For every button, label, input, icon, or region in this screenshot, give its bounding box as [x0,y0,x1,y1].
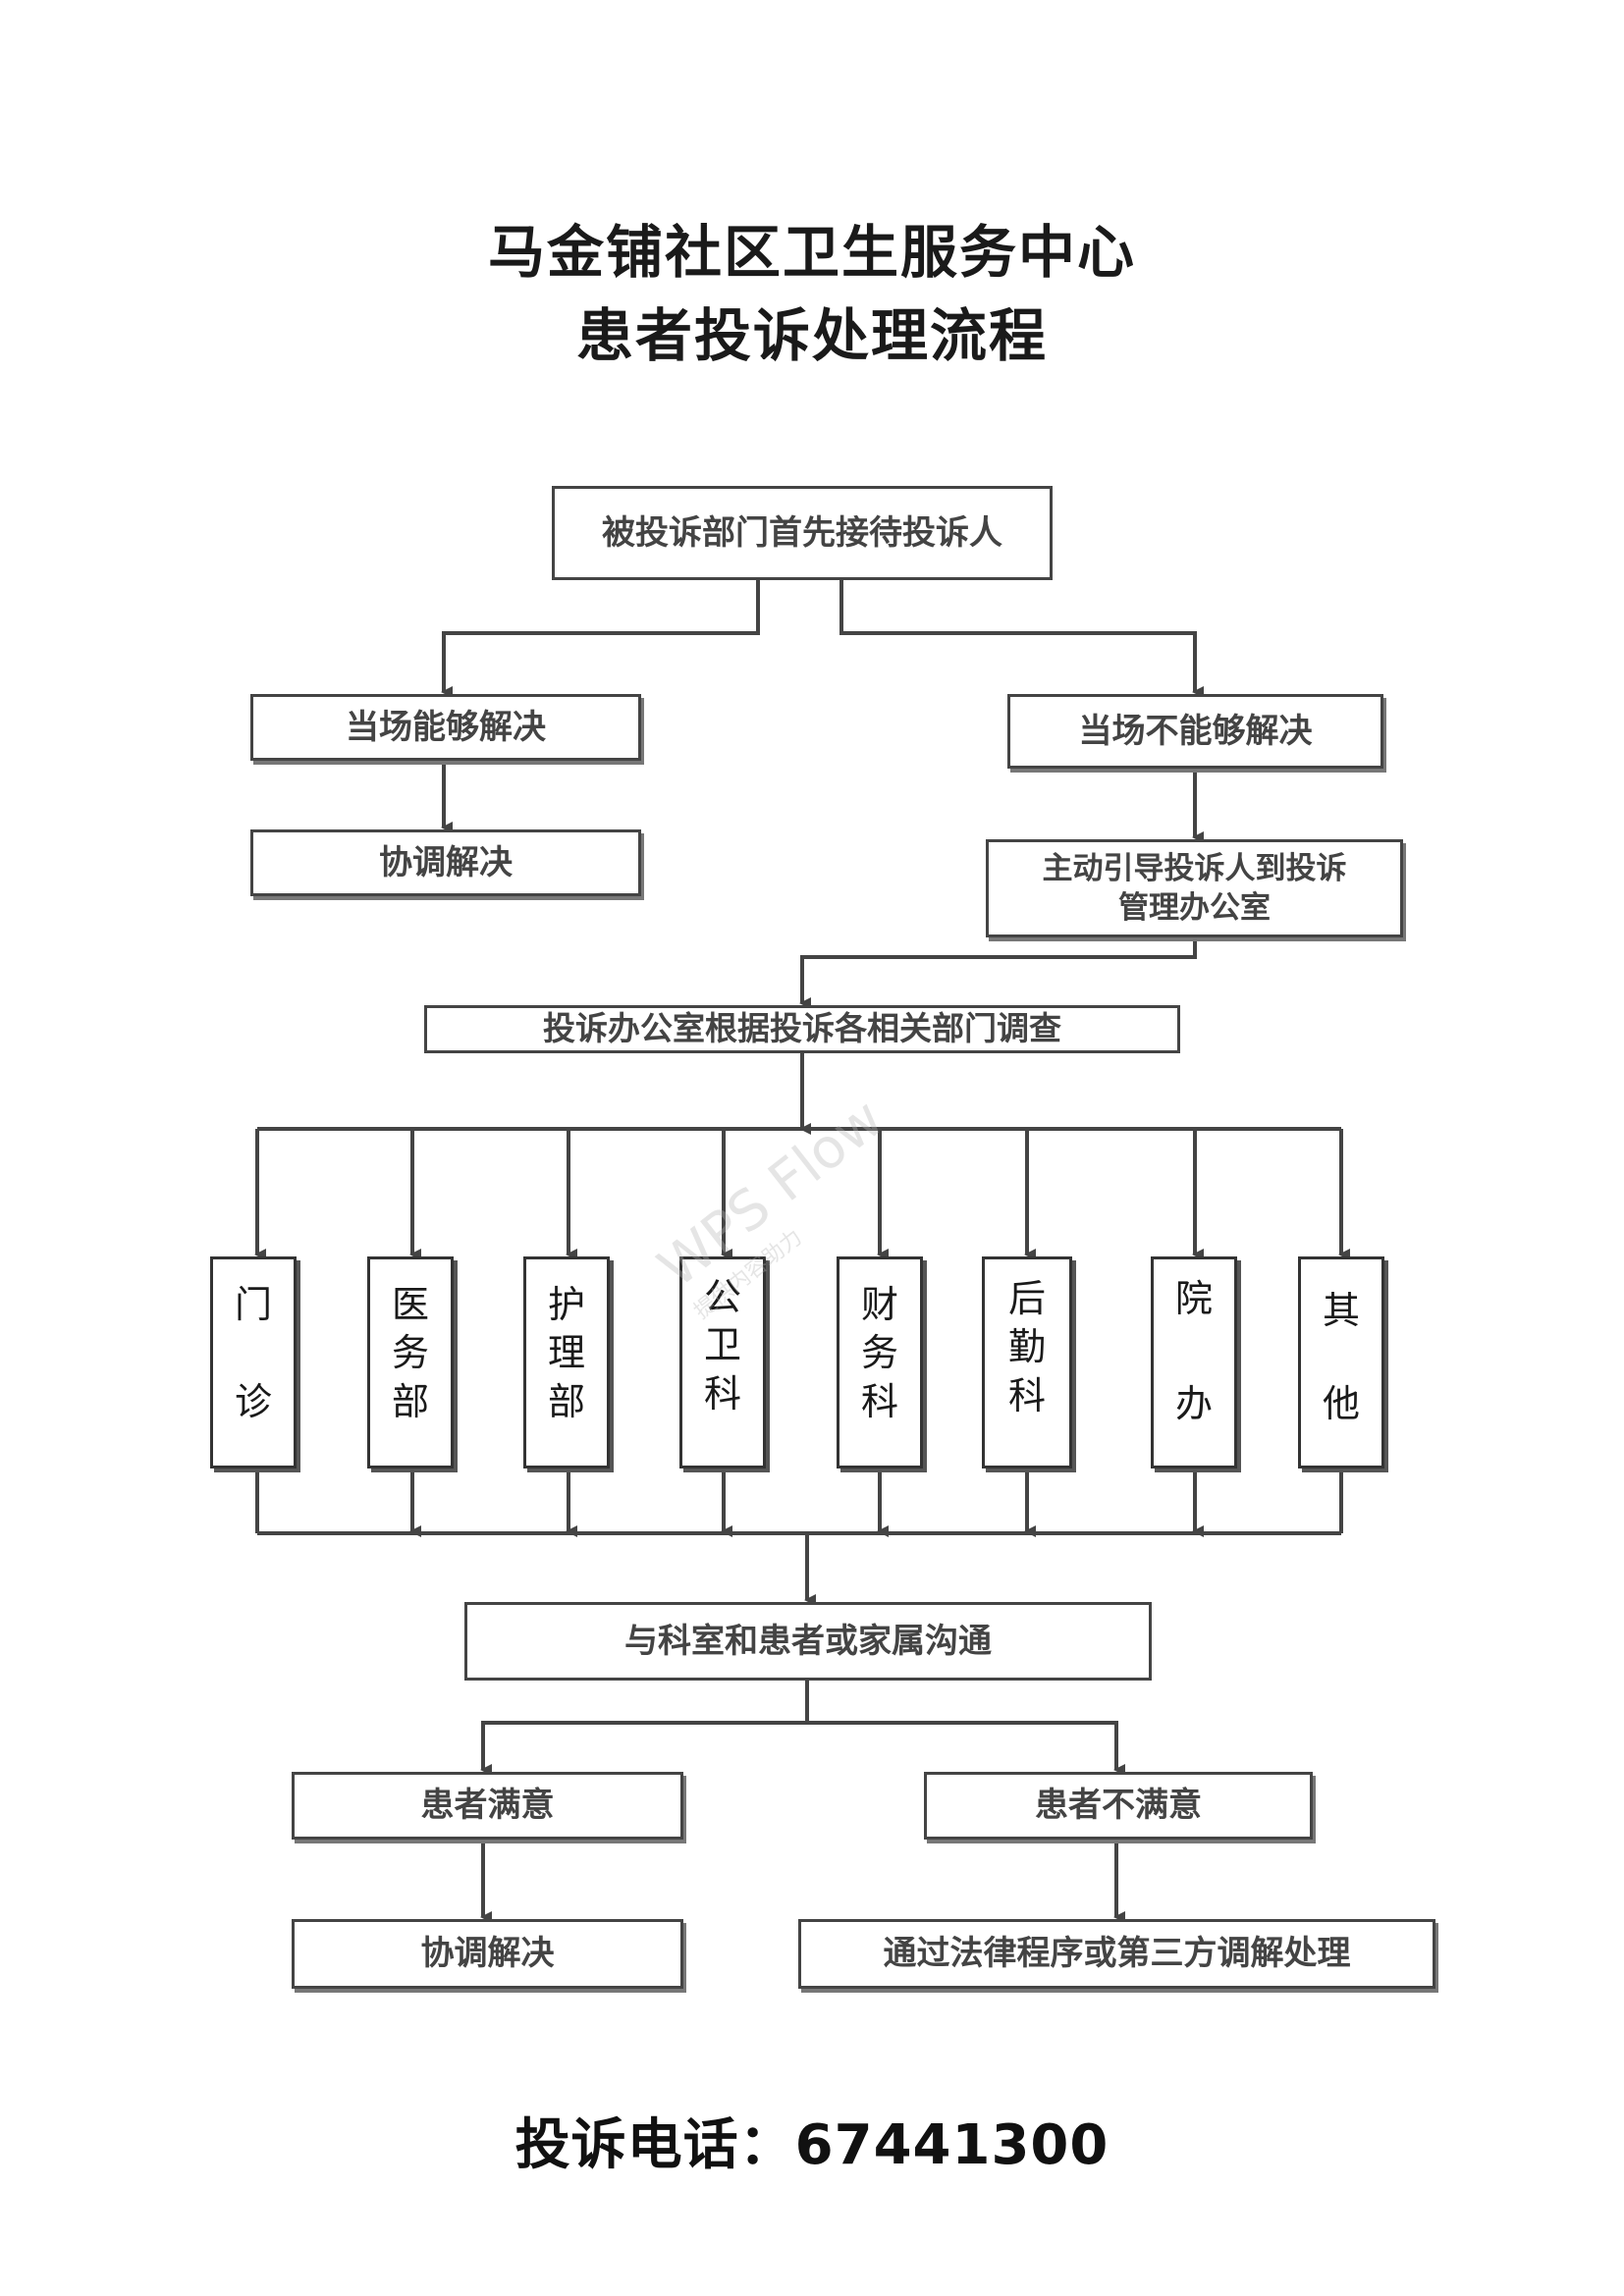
dept-char: 科 [860,1379,898,1423]
connector-start-left [441,579,760,698]
guide-to-office-box: 主动引导投诉人到投诉管理办公室 [986,839,1403,937]
connector-comm-right [807,1721,1125,1776]
dept-finance-box: 财 务 科 [837,1256,923,1468]
dept-char: 务 [860,1331,898,1375]
dept-nursing-box: 护 理 部 [523,1256,610,1468]
dept-char: 公 [703,1275,741,1318]
hotline-number: 67441300 [794,2113,1110,2177]
dept-char: 勤 [1007,1325,1046,1369]
dept-outpatient-box: 门 诊 [210,1256,297,1468]
cannot-resolve-box: 当场不能够解决 [1007,694,1383,769]
communicate-box: 与科室和患者或家属沟通 [464,1602,1152,1681]
resolve-on-spot-box: 当场能够解决 [250,694,641,761]
satisfied-box: 患者满意 [292,1772,683,1840]
legal-process-box: 通过法律程序或第三方调解处理 [798,1919,1435,1989]
dept-char: 务 [391,1331,429,1375]
dept-char: 后 [1007,1277,1046,1320]
dept-char: 部 [391,1379,429,1423]
dept-char: 院 [1174,1277,1213,1320]
dept-char: 卫 [703,1323,741,1367]
connector-guide-to-investigate [799,936,1197,1009]
connector-start-right [839,579,1204,698]
title-line-1: 马金铺社区卫生服务中心 [487,219,1136,286]
complaint-hotline: 投诉电话：67441300 [0,2101,1624,2180]
dept-char: 办 [1174,1381,1213,1425]
dept-logistics-box: 后 勤 科 [982,1256,1072,1468]
dept-char: 诊 [234,1379,272,1423]
dept-public-health-box: 公 卫 科 [679,1256,766,1468]
dept-char: 医 [391,1283,429,1326]
dept-char: 理 [547,1331,585,1375]
dept-medical-affairs-box: 医 务 部 [367,1256,454,1468]
not-satisfied-box: 患者不满意 [924,1772,1313,1840]
coordinate-resolve-box-1: 协调解决 [250,829,641,896]
dept-char: 科 [1007,1373,1046,1417]
dept-char: 财 [860,1283,898,1326]
hotline-label: 投诉电话： [514,2113,795,2177]
dept-admin-office-box: 院 办 [1151,1256,1237,1468]
title-line-2: 患者投诉处理流程 [575,302,1048,369]
dept-char: 科 [703,1371,741,1415]
start-box: 被投诉部门首先接待投诉人 [552,486,1053,580]
dept-char: 其 [1322,1289,1360,1332]
dept-char: 门 [234,1283,272,1326]
investigate-box: 投诉办公室根据投诉各相关部门调查 [424,1005,1180,1053]
coordinate-resolve-box-2: 协调解决 [292,1919,683,1989]
dept-char: 护 [547,1283,585,1326]
dept-char: 部 [547,1379,585,1423]
connector-comm-left [480,1680,809,1776]
dept-other-box: 其 他 [1298,1256,1384,1468]
dept-char: 他 [1322,1381,1360,1425]
